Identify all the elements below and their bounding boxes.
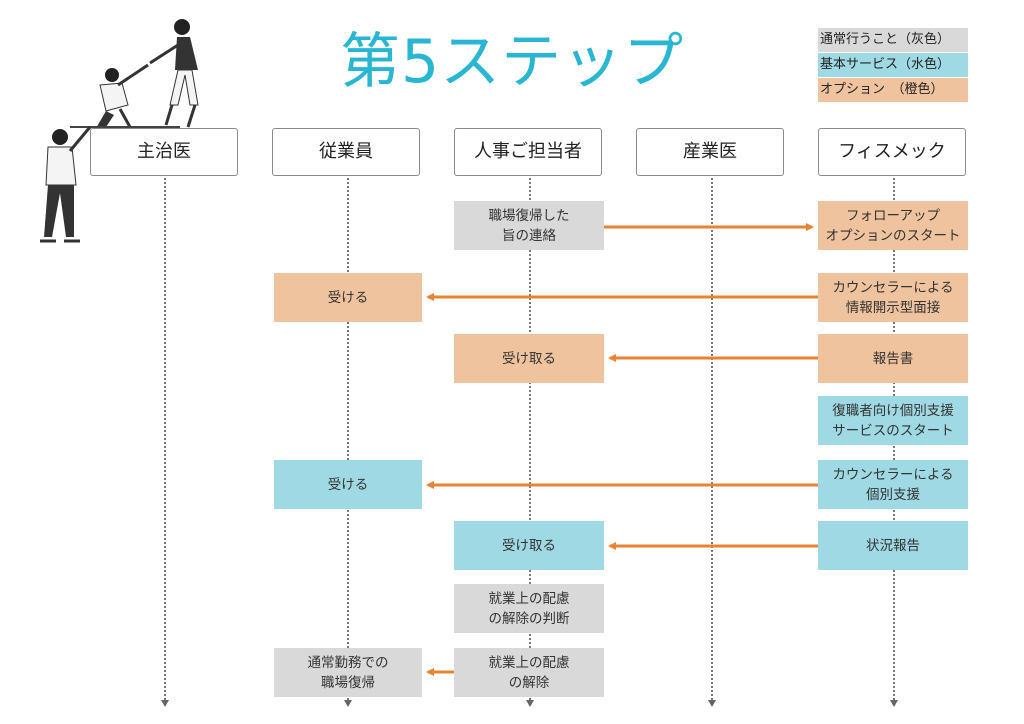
lifeline-doctor [164,178,166,700]
box-hr-contact: 職場復帰した 旨の連絡 [454,201,604,250]
box-fismec-followup: フォローアップ オプションのスタート [818,201,968,250]
box-hr-receive-1: 受け取る [454,334,604,383]
box-hr-judge: 就業上の配慮 の解除の判断 [454,584,604,633]
box-fismec-support-start-text: 復職者向け個別支援 サービスのスタート [832,402,954,439]
box-fismec-status-text: 状況報告 [866,537,920,554]
page-title: 第5ステップ [340,27,685,97]
lane-header-employee: 従業員 [272,128,420,176]
lifeline-occupational-physician [711,178,713,700]
box-employee-return: 通常勤務での 職場復帰 [274,648,422,697]
lane-header-hr: 人事ご担当者 [454,128,602,176]
lifeline-end-doctor [161,700,169,707]
box-employee-receive-1-text: 受ける [327,289,369,306]
lane-header-fismec: フィスメック [818,128,966,176]
box-fismec-status: 状況報告 [818,521,968,570]
box-hr-receive-1-text: 受け取る [502,350,556,367]
box-hr-release: 就業上の配慮 の解除 [454,648,604,697]
box-fismec-counsel-2: カウンセラーによる 個別支援 [818,460,968,509]
box-employee-receive-2: 受ける [274,460,422,509]
climbing-people-illustration [40,19,199,243]
lifeline-end-employee [344,700,352,707]
lifeline-end-fismec [890,700,898,707]
box-employee-return-text: 通常勤務での 職場復帰 [307,654,389,691]
box-hr-release-text: 就業上の配慮 の解除 [488,654,570,691]
box-fismec-followup-text: フォローアップ オプションのスタート [825,207,961,244]
box-hr-contact-text: 職場復帰した 旨の連絡 [488,207,570,244]
box-fismec-report-text: 報告書 [872,350,914,367]
box-fismec-counsel-2-text: カウンセラーによる 個別支援 [832,466,954,503]
box-hr-judge-text: 就業上の配慮 の解除の判断 [488,590,570,627]
legend-item-blue: 基本サービス（水色） [818,53,968,77]
lifeline-employee [347,178,349,700]
box-employee-receive-2-text: 受ける [327,476,369,493]
lifeline-hr [529,178,531,700]
legend-item-gray: 通常行うこと（灰色） [818,28,968,52]
box-hr-receive-2: 受け取る [454,521,604,570]
box-fismec-counsel-1: カウンセラーによる 情報開示型面接 [818,273,968,322]
lane-header-doctor: 主治医 [90,128,238,176]
box-fismec-report: 報告書 [818,334,968,383]
lifeline-end-hr [526,700,534,707]
box-fismec-support-start: 復職者向け個別支援 サービスのスタート [818,396,968,445]
lane-header-occupational-physician: 産業医 [636,128,784,176]
box-employee-receive-1: 受ける [274,273,422,322]
lifeline-end-occupational-physician [708,700,716,707]
box-hr-receive-2-text: 受け取る [502,537,556,554]
box-fismec-counsel-1-text: カウンセラーによる 情報開示型面接 [832,279,954,316]
legend-item-orange: オプション （橙色） [818,78,968,102]
